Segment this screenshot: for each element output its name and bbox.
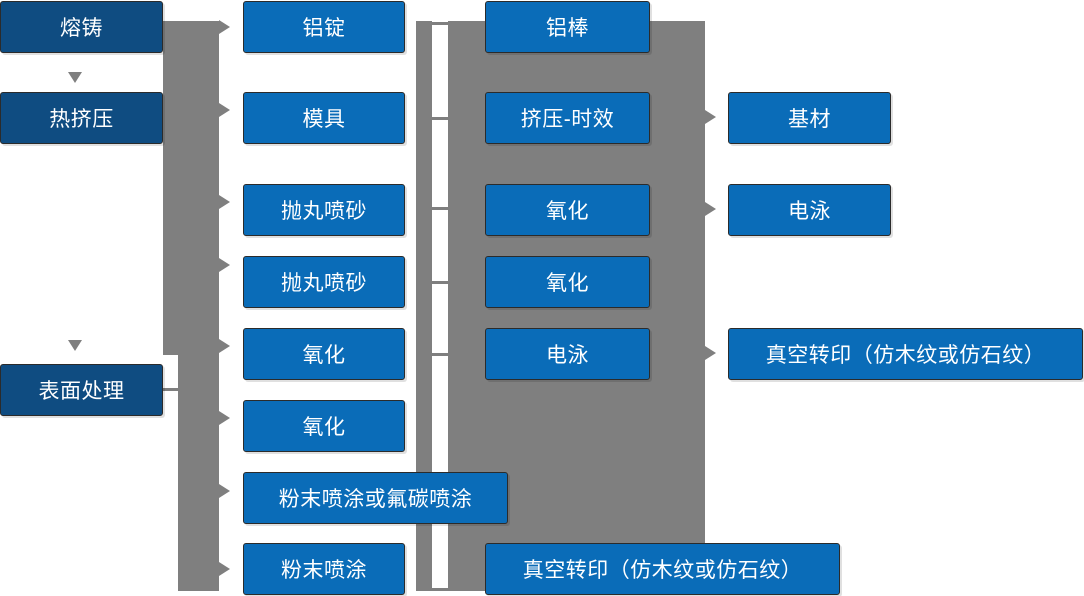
arrow-to-input-8	[219, 562, 230, 576]
rung-2	[432, 117, 448, 120]
arrow-to-input-7	[219, 484, 230, 498]
process-box-extrusion-aging[interactable]: 挤压-时效	[485, 92, 650, 144]
connector-surface-treatment-stub	[163, 388, 185, 391]
arrow-down-to-surface-treatment	[68, 340, 82, 351]
output-box-electrophoresis[interactable]: 电泳	[728, 184, 891, 236]
stage-box-surface-treatment[interactable]: 表面处理	[0, 364, 163, 416]
arrow-to-output-2	[705, 202, 716, 216]
process-label: 电泳	[546, 344, 589, 367]
rung-4	[432, 281, 448, 284]
connector-band-left-lower	[178, 355, 219, 591]
stage-box-melting-casting[interactable]: 熔铸	[0, 1, 163, 53]
input-label: 模具	[302, 108, 346, 131]
connector-band-left-upper	[163, 21, 219, 355]
arrow-to-input-6	[219, 411, 230, 425]
rung-3	[432, 207, 448, 210]
stage-label: 熔铸	[60, 17, 103, 40]
process-label: 真空转印（仿木纹或仿石纹）	[522, 559, 803, 582]
arrow-to-input-2	[219, 103, 230, 117]
output-box-vacuum-transfer-printing[interactable]: 真空转印（仿木纹或仿石纹）	[728, 328, 1083, 380]
stage-label: 表面处理	[38, 380, 125, 403]
input-box-oxidation-1[interactable]: 氧化	[243, 328, 405, 380]
arrow-to-input-1	[219, 20, 230, 34]
input-label: 铝锭	[302, 17, 346, 40]
process-box-aluminum-rod[interactable]: 铝棒	[485, 1, 650, 53]
output-box-base-material[interactable]: 基材	[728, 92, 891, 144]
input-box-oxidation-2[interactable]: 氧化	[243, 400, 405, 452]
arrow-to-output-1	[705, 110, 716, 124]
process-box-oxidation-2[interactable]: 氧化	[485, 256, 650, 308]
input-label: 氧化	[302, 344, 346, 367]
rung-6	[432, 588, 448, 591]
output-label: 基材	[788, 108, 831, 131]
process-label: 铝棒	[546, 17, 589, 40]
rung-5	[432, 353, 448, 356]
input-box-mold[interactable]: 模具	[243, 92, 405, 144]
arrow-to-input-4	[219, 258, 230, 272]
stage-box-hot-extrusion[interactable]: 热挤压	[0, 92, 163, 144]
arrow-to-input-5	[219, 339, 230, 353]
process-label: 氧化	[546, 200, 589, 223]
input-box-shot-blasting-2[interactable]: 抛丸喷砂	[243, 256, 405, 308]
process-label: 氧化	[546, 272, 589, 295]
connector-rail-narrow	[416, 21, 432, 591]
input-box-aluminum-ingot[interactable]: 铝锭	[243, 1, 405, 53]
arrow-to-input-3	[219, 195, 230, 209]
stage-label: 热挤压	[49, 108, 114, 131]
arrow-down-to-hot-extrusion	[68, 72, 82, 83]
output-label: 真空转印（仿木纹或仿石纹）	[765, 344, 1046, 367]
process-label: 挤压-时效	[520, 108, 615, 131]
input-box-powder-or-fluorocarbon-coating[interactable]: 粉末喷涂或氟碳喷涂	[243, 472, 508, 524]
input-label: 抛丸喷砂	[281, 200, 367, 223]
input-box-powder-coating[interactable]: 粉末喷涂	[243, 543, 405, 595]
process-box-electrophoresis[interactable]: 电泳	[485, 328, 650, 380]
arrow-to-output-3	[705, 346, 716, 360]
rung-1	[432, 22, 448, 25]
input-label: 抛丸喷砂	[281, 272, 367, 295]
process-box-vacuum-transfer-printing[interactable]: 真空转印（仿木纹或仿石纹）	[485, 543, 840, 595]
input-box-shot-blasting-1[interactable]: 抛丸喷砂	[243, 184, 405, 236]
input-label: 氧化	[302, 416, 346, 439]
output-label: 电泳	[788, 200, 831, 223]
input-label: 粉末喷涂或氟碳喷涂	[278, 488, 473, 511]
process-box-oxidation-1[interactable]: 氧化	[485, 184, 650, 236]
input-label: 粉末喷涂	[281, 559, 367, 582]
